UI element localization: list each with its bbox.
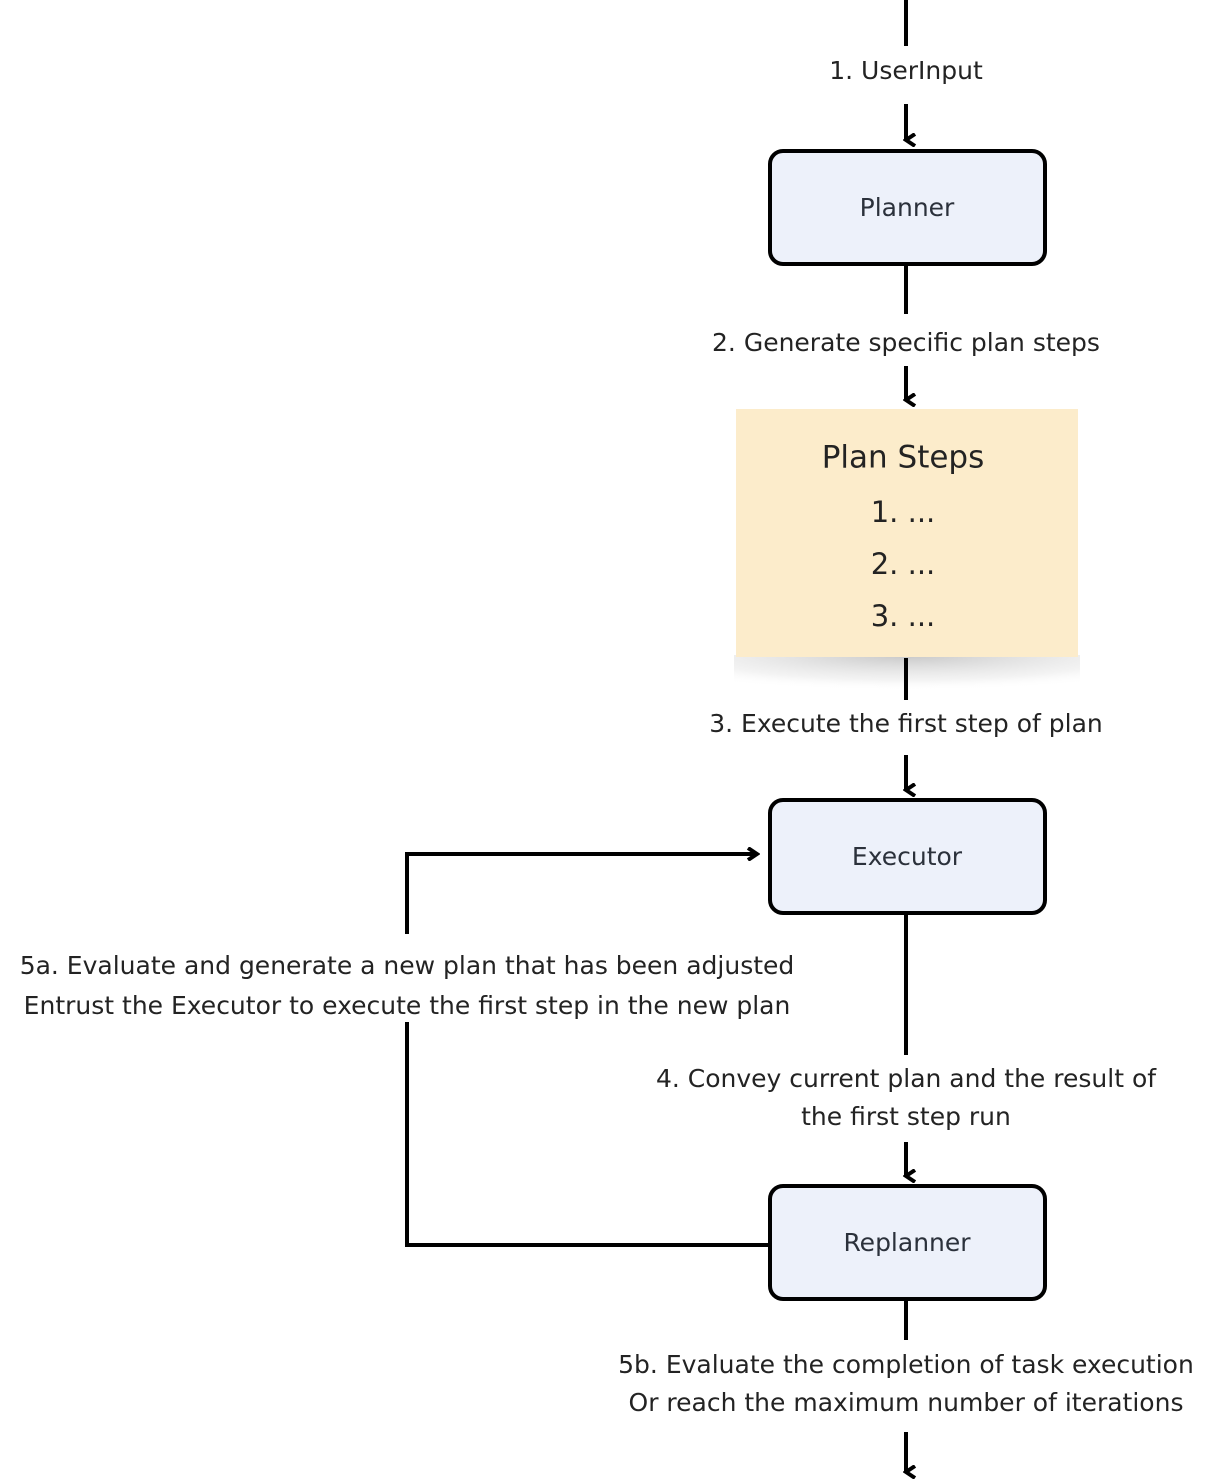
node-executor[interactable]: Executor [768, 798, 1047, 915]
edge-label-replan-loop-line1: 5a. Evaluate and generate a new plan tha… [20, 951, 795, 980]
edge-label-convey-line1: 4. Convey current plan and the result of [656, 1064, 1157, 1093]
node-replanner-label: Replanner [843, 1228, 971, 1257]
edge-label-convey-line2: the first step run [801, 1102, 1011, 1131]
edge-replan-loop-upper [405, 854, 757, 934]
plan-steps-item-2: 2. ... [871, 547, 936, 581]
node-replanner-shape[interactable] [768, 1184, 1047, 1301]
edge-label-execute-first: 3. Execute the first step of plan [709, 709, 1103, 738]
node-plan-steps[interactable]: Plan Steps 1. ... 2. ... 3. ... [734, 409, 1080, 697]
plan-steps-item-3: 3. ... [871, 599, 936, 633]
plan-steps-title: Plan Steps [822, 440, 985, 476]
edge-label-user-input: 1. UserInput [829, 56, 983, 85]
node-executor-label: Executor [852, 842, 963, 871]
plan-steps-item-1: 1. ... [871, 495, 936, 529]
node-planner[interactable]: Planner [768, 149, 1047, 266]
edge-label-generate-plan: 2. Generate specific plan steps [712, 328, 1100, 357]
edge-label-finish-line1: 5b. Evaluate the completion of task exec… [618, 1350, 1194, 1379]
edge-replan-loop-lower [405, 1022, 768, 1247]
node-executor-shape[interactable] [768, 798, 1047, 915]
node-planner-label: Planner [860, 193, 955, 222]
node-plan-steps-shape[interactable] [736, 409, 1078, 657]
node-replanner[interactable]: Replanner [768, 1184, 1047, 1301]
edge-label-replan-loop-line2: Entrust the Executor to execute the firs… [24, 991, 791, 1020]
node-planner-shape[interactable] [768, 149, 1047, 266]
edge-label-finish-line2: Or reach the maximum number of iteration… [629, 1388, 1184, 1417]
